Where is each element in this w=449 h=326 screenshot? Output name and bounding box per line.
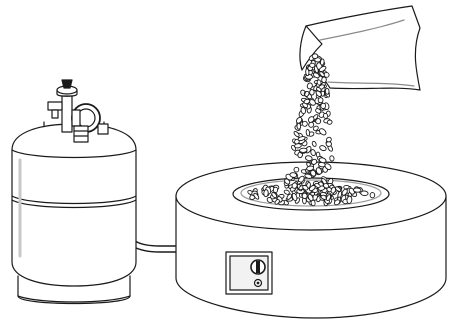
lava-rock — [343, 184, 350, 190]
lava-rock — [316, 79, 322, 86]
lava-rock — [304, 173, 313, 179]
lava-rock — [326, 136, 332, 143]
lava-rock — [307, 193, 314, 202]
lava-rock — [283, 189, 290, 195]
lava-rock — [305, 68, 310, 77]
lava-rock — [315, 108, 322, 114]
lava-rock — [324, 163, 332, 170]
lava-rock — [291, 182, 298, 189]
lava-rock — [310, 149, 316, 157]
lava-rock — [299, 147, 308, 153]
lava-rock — [325, 194, 332, 202]
lava-rock — [320, 58, 325, 66]
control-panel — [225, 251, 273, 295]
lava-rock — [312, 72, 320, 79]
lava-rock-bag — [299, 5, 421, 91]
lava-rock — [318, 128, 327, 136]
lava-rock — [314, 183, 321, 188]
lava-rock — [315, 90, 322, 97]
lava-rock — [311, 140, 317, 147]
lava-rock — [293, 166, 300, 173]
lava-rock — [309, 62, 316, 68]
lava-rock — [305, 155, 313, 162]
lava-rock — [316, 86, 322, 92]
lava-rock — [305, 128, 311, 137]
lava-rock — [333, 199, 341, 206]
lava-rock — [318, 157, 327, 164]
lava-rock — [296, 116, 303, 124]
lava-rock — [296, 122, 302, 130]
lava-rock — [300, 106, 307, 115]
lava-rock — [319, 145, 327, 152]
lava-rock — [289, 172, 298, 178]
lava-rock — [293, 130, 300, 138]
lava-rock — [304, 90, 310, 97]
lava-rock — [330, 186, 336, 194]
tank-valve-regulator — [47, 79, 109, 143]
lava-rock — [301, 120, 308, 127]
lava-rock — [308, 185, 316, 192]
lava-rock — [297, 136, 306, 142]
lava-rock — [286, 193, 293, 200]
lava-rock — [346, 195, 353, 205]
lava-rock — [308, 121, 315, 128]
lava-rock — [303, 98, 311, 105]
lava-rock — [352, 187, 362, 193]
lava-rock — [315, 167, 323, 175]
lava-rock — [320, 102, 327, 109]
lava-rock — [263, 189, 269, 198]
lava-rock — [311, 53, 319, 60]
lava-rocks-in-pit — [247, 180, 376, 207]
lava-rock — [302, 184, 309, 191]
lava-rock — [274, 199, 280, 205]
lava-rock — [321, 76, 327, 84]
lava-rock — [323, 112, 329, 119]
lava-rock — [271, 192, 278, 199]
lava-rock — [318, 65, 327, 72]
lava-rock — [272, 186, 279, 194]
lava-rock — [312, 125, 319, 131]
lava-rock — [306, 165, 315, 172]
lava-rock — [341, 188, 348, 196]
lava-rock — [360, 190, 369, 197]
lava-rock — [317, 97, 324, 104]
propane-tank — [11, 121, 137, 305]
lava-rock — [284, 178, 291, 185]
lava-rocks-pouring — [283, 53, 335, 189]
lava-rock — [253, 192, 260, 200]
lava-rock — [301, 192, 308, 200]
lava-rock — [326, 119, 333, 125]
lava-rock — [309, 89, 315, 96]
lava-rock — [324, 87, 330, 95]
fire-pit-bowl — [175, 161, 447, 319]
lava-rock — [329, 155, 335, 162]
lava-rock — [306, 82, 313, 90]
lava-rock — [369, 192, 376, 199]
lava-rock — [319, 71, 325, 78]
lava-rock — [307, 116, 315, 123]
lava-rock — [315, 118, 322, 125]
